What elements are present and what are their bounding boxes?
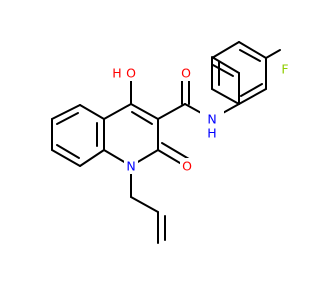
bond-ar-4	[211, 41, 240, 59]
bond-ar-1	[238, 88, 267, 105]
bond-c5-c6	[51, 104, 81, 120]
hydroxyl-h-label: H	[112, 66, 121, 81]
bond-c2-o-second	[161, 142, 190, 160]
mask-ring-o	[180, 158, 194, 174]
amide-h-label: H	[207, 126, 216, 141]
bond-ar-3-inner	[239, 49, 261, 62]
molecule-structure: H O O O N H N F	[51, 41, 292, 244]
bond-c5-c6-inner	[56, 112, 79, 125]
ring-o-label: O	[182, 159, 192, 174]
mask-ring-n	[124, 158, 138, 174]
bond-ch2-ch	[130, 196, 159, 213]
bond-c4-c3	[130, 103, 159, 120]
bond-c8-c8a	[79, 149, 105, 167]
fluorine-label: F	[281, 62, 288, 77]
mask-amide-o	[179, 65, 193, 81]
bond-c4a-c5	[79, 104, 105, 120]
bond-ar-6	[211, 88, 240, 105]
bond-c-f	[265, 49, 281, 59]
bond-c3-camide	[157, 103, 186, 120]
amide-n-label: N	[207, 112, 216, 127]
bond-ar-3	[238, 41, 267, 59]
bond-c7-c8	[51, 149, 81, 167]
bond-c4-c3-inner	[131, 111, 153, 125]
bond-ph-c2-c3	[211, 56, 240, 74]
ring-n-label: N	[126, 159, 135, 174]
bond-ph-c2-c3-inner	[212, 64, 234, 77]
bond-c4a-c4	[103, 103, 132, 120]
mask-fluorine	[278, 61, 292, 77]
amide-o-label: O	[181, 66, 191, 81]
bond-c7-c8-inner	[56, 144, 80, 159]
bond-ar-1-inner	[240, 83, 263, 97]
hydroxyl-o-label: O	[126, 66, 136, 81]
mask-amide-n	[200, 111, 224, 135]
mask-hydroxyl	[110, 65, 140, 81]
